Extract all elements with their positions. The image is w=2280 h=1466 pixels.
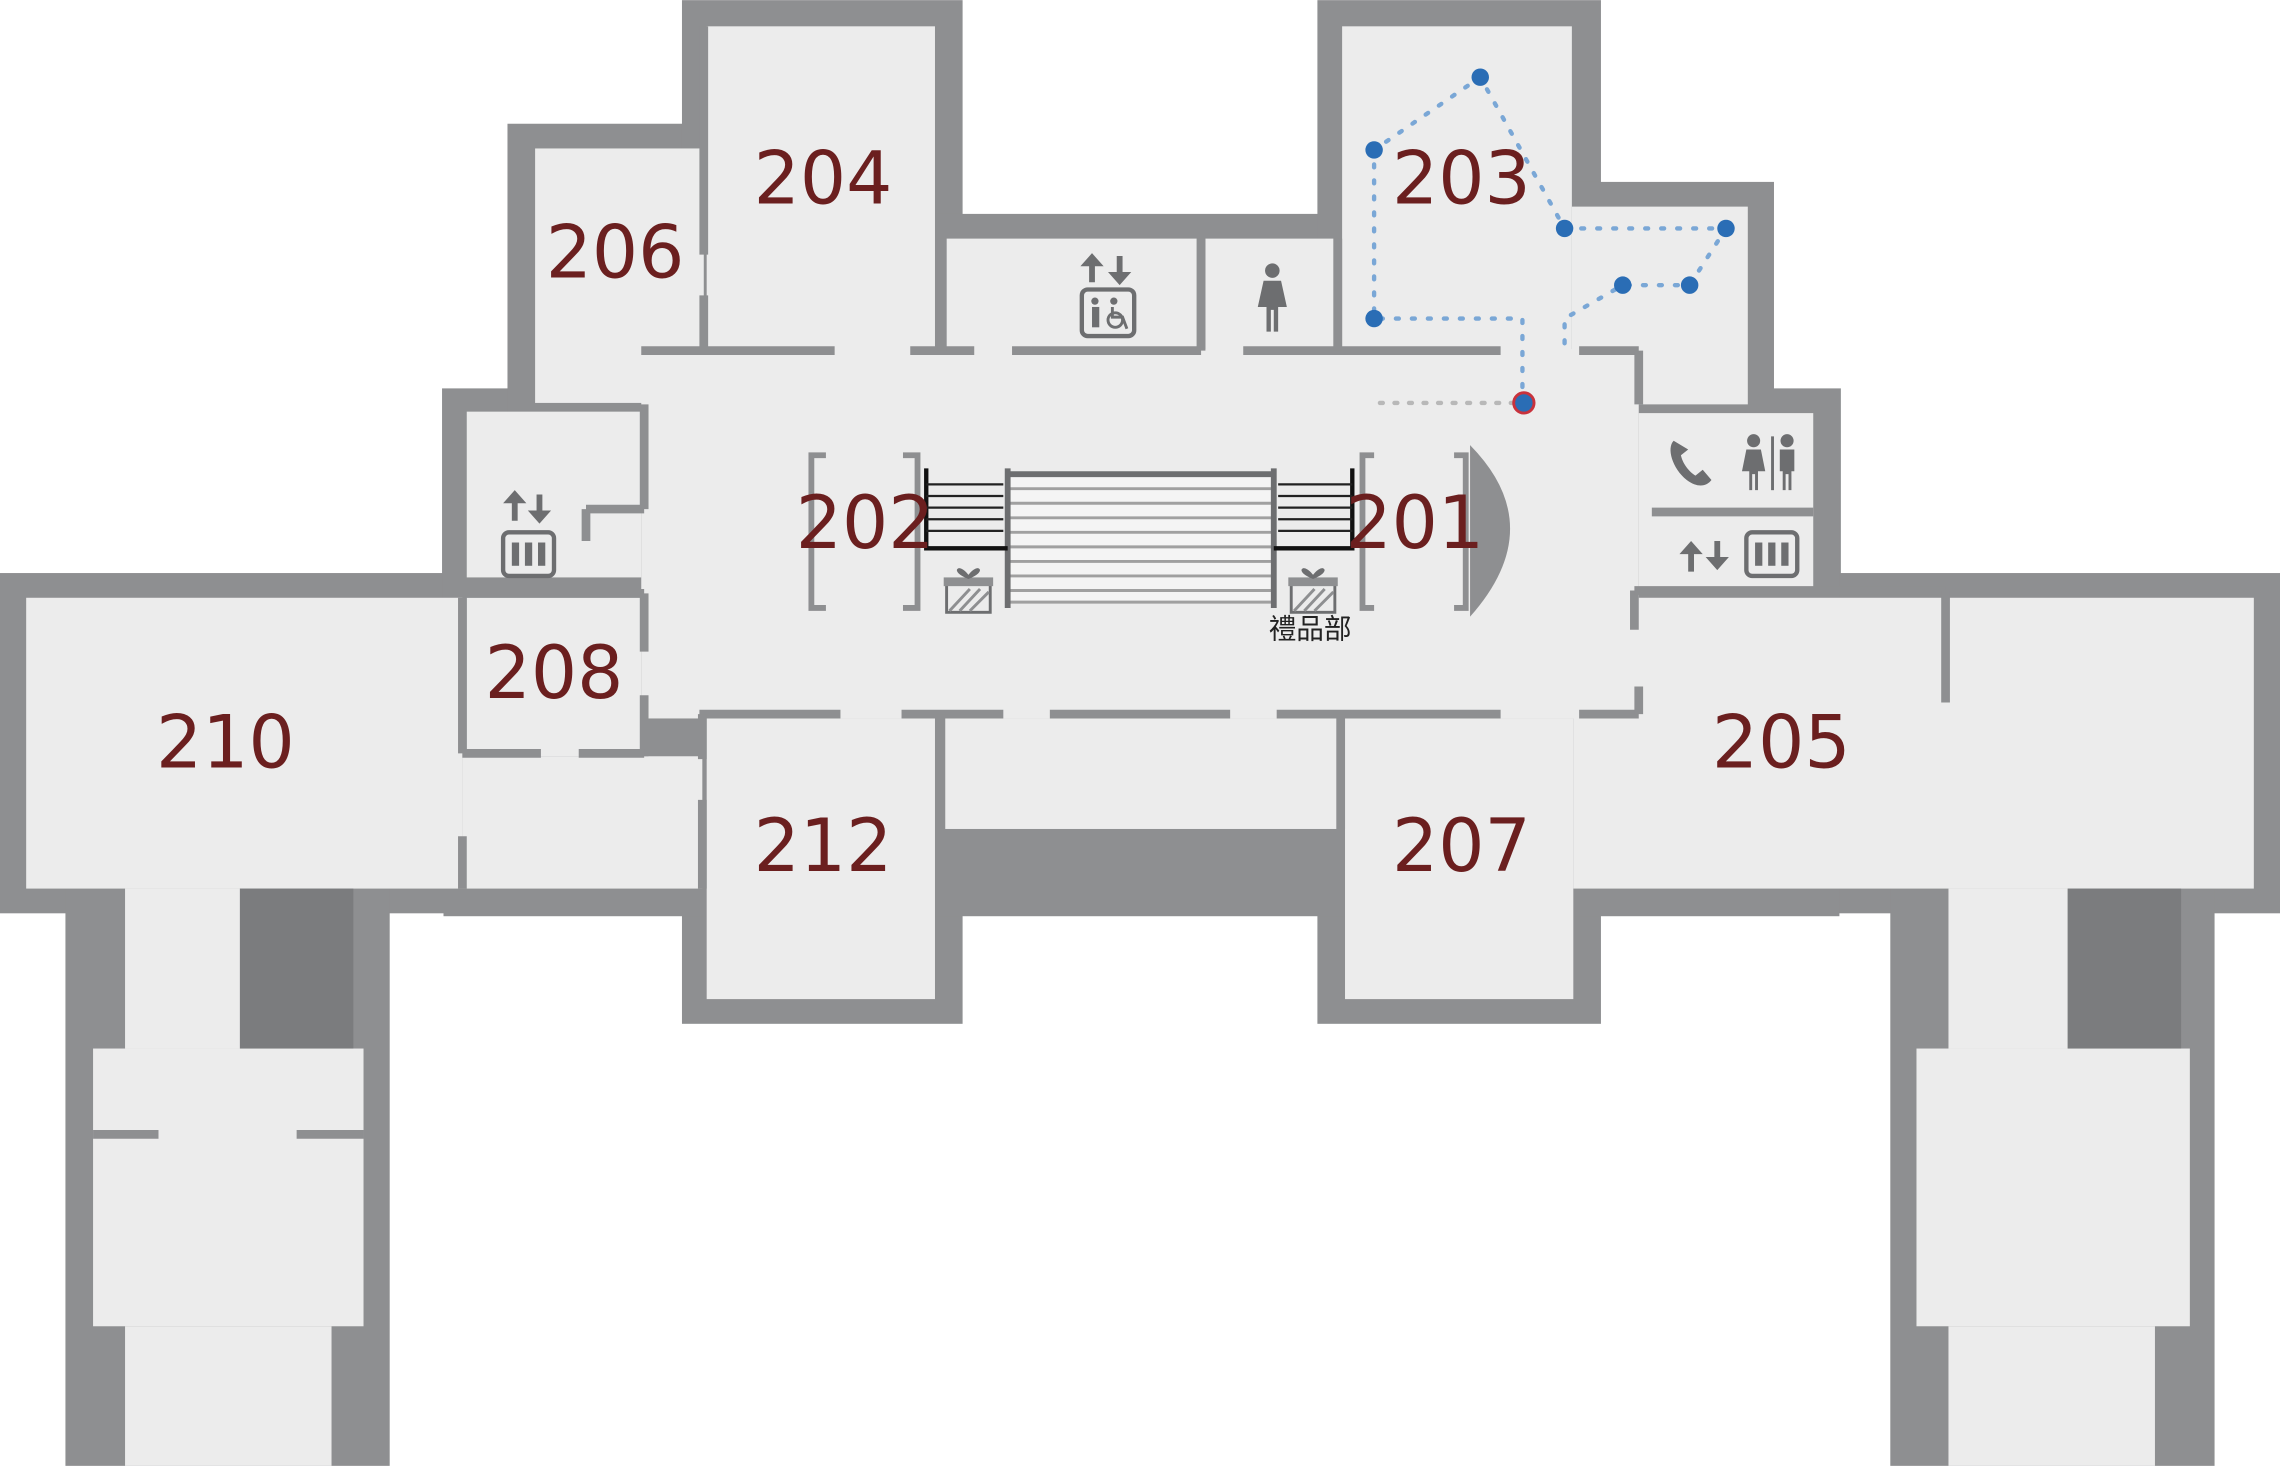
route-waypoint bbox=[1555, 219, 1574, 238]
route-waypoint bbox=[1365, 141, 1383, 159]
gift-icon[interactable] bbox=[1288, 568, 1338, 614]
left-shaft bbox=[239, 888, 354, 1049]
room-label-212[interactable]: 212 bbox=[754, 805, 893, 889]
room-label-204[interactable]: 204 bbox=[754, 137, 893, 221]
route-waypoint bbox=[1680, 276, 1699, 294]
gift-shop-label: 禮品部 bbox=[1269, 612, 1352, 645]
route-waypoint bbox=[1614, 276, 1632, 294]
room-label-207[interactable]: 207 bbox=[1392, 805, 1531, 889]
route-waypoint bbox=[1717, 219, 1735, 238]
telephone-icon[interactable] bbox=[1670, 440, 1712, 486]
elevator-icon[interactable] bbox=[1679, 530, 1800, 579]
elevator-icon[interactable] bbox=[500, 490, 557, 579]
interior-walls bbox=[93, 26, 1950, 1139]
room-label-206[interactable]: 206 bbox=[546, 212, 685, 296]
room-label-205[interactable]: 205 bbox=[1712, 702, 1851, 786]
restroom-icon[interactable] bbox=[1741, 434, 1795, 491]
womens-restroom-icon[interactable] bbox=[1257, 263, 1287, 332]
route-path bbox=[1365, 68, 1735, 415]
room-label-203[interactable]: 203 bbox=[1392, 137, 1531, 221]
staircase bbox=[924, 468, 1355, 608]
room-label-210[interactable]: 210 bbox=[156, 702, 295, 786]
reception-desk bbox=[1470, 445, 1511, 617]
gift-icon[interactable] bbox=[943, 568, 994, 614]
room-labels: 204 206 203 202 201 208 210 205 212 207 bbox=[156, 137, 1851, 888]
room-label-208[interactable]: 208 bbox=[485, 632, 624, 716]
accessible-elevator-icon[interactable] bbox=[1079, 253, 1137, 339]
floor-areas bbox=[26, 26, 2254, 1466]
room-label-202[interactable]: 202 bbox=[796, 482, 935, 566]
route-waypoint bbox=[1471, 68, 1489, 86]
right-shaft bbox=[2067, 888, 2182, 1049]
route-waypoint bbox=[1365, 309, 1383, 328]
room-label-201[interactable]: 201 bbox=[1345, 482, 1484, 566]
current-location-marker bbox=[1512, 391, 1536, 415]
